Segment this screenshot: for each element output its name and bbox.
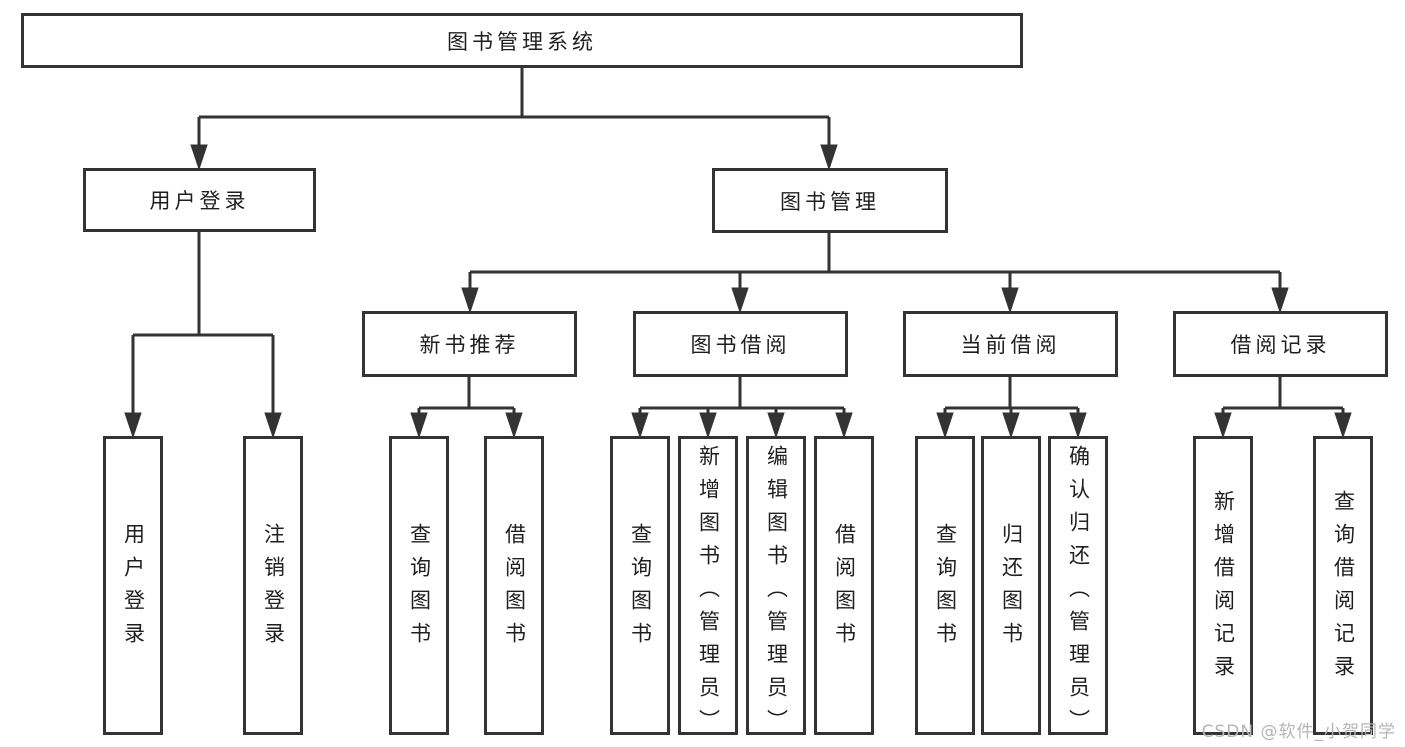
leaf-borrow-books: 借阅图书 — [814, 436, 874, 735]
leaf-confirm-return-admin: 确认归还（管理员） — [1048, 436, 1108, 742]
arrow-heads — [124, 144, 1352, 439]
tree-edges — [131, 68, 1345, 415]
leaf-return-book: 归还图书 — [981, 436, 1041, 735]
leaf-borrow-query-books: 查询图书 — [610, 436, 670, 735]
leaf-logout-login: 注销登录 — [243, 436, 303, 735]
leaf-recommend-borrow-books: 借阅图书 — [484, 436, 544, 735]
node-new-book-recommend: 新书推荐 — [362, 311, 577, 377]
leaf-user-login: 用户登录 — [103, 436, 163, 735]
leaf-add-book-admin: 新增图书（管理员） — [678, 436, 738, 742]
node-user-login: 用户登录 — [83, 168, 316, 232]
node-book-management: 图书管理 — [712, 168, 948, 233]
leaf-add-borrow-record: 新增借阅记录 — [1193, 436, 1253, 735]
node-borrow-records: 借阅记录 — [1173, 311, 1388, 377]
leaf-current-query-books: 查询图书 — [915, 436, 975, 735]
leaf-edit-book-admin: 编辑图书（管理员） — [746, 436, 806, 742]
leaf-query-borrow-record: 查询借阅记录 — [1313, 436, 1373, 735]
node-library-management-system: 图书管理系统 — [21, 13, 1023, 68]
leaf-recommend-query-books: 查询图书 — [389, 436, 449, 735]
node-current-borrow: 当前借阅 — [903, 311, 1118, 377]
csdn-watermark: CSDN @软件_小贺同学 — [1201, 722, 1396, 742]
node-book-borrow: 图书借阅 — [633, 311, 848, 377]
